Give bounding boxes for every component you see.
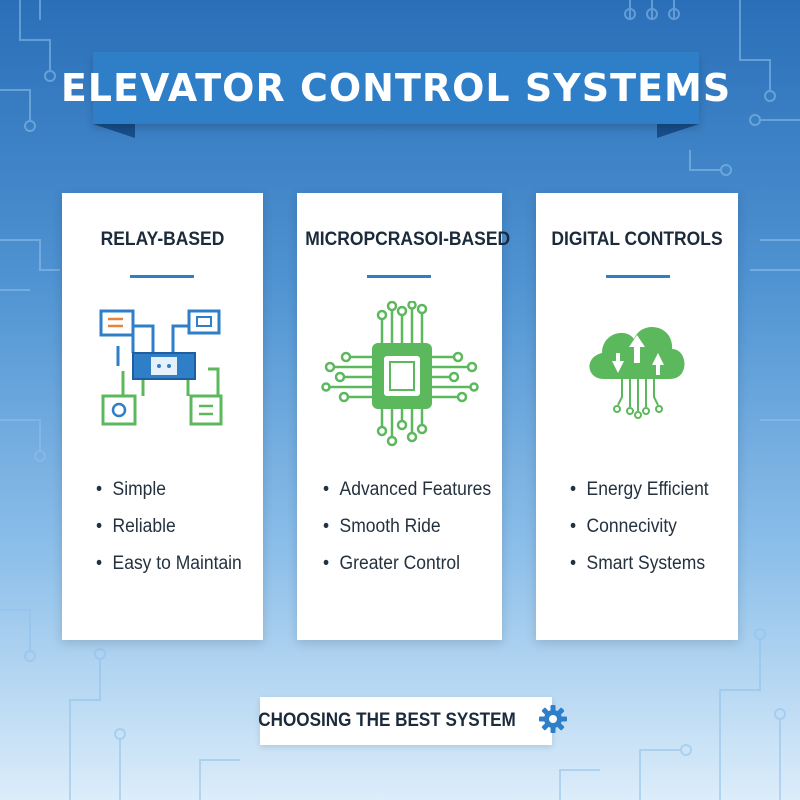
- list-item: •Simple: [96, 479, 166, 500]
- footer-callout: CHOOSING THE BEST SYSTEM: [258, 697, 568, 745]
- feature-label: Simple: [112, 479, 166, 500]
- banner-fold-left: [93, 124, 135, 138]
- microprocessor-chip-icon: [297, 301, 502, 447]
- card-title: MICROPCRASOI-BASED: [305, 229, 511, 250]
- list-item: •Energy Efficient: [570, 479, 709, 500]
- list-item: •Easy to Maintain: [96, 553, 242, 574]
- card-divider: [606, 275, 670, 278]
- list-item: •Smooth Ride: [323, 516, 441, 537]
- feature-list: •Advanced Features •Smooth Ride •Greater…: [323, 476, 506, 587]
- feature-list: •Energy Efficient •Connecivity •Smart Sy…: [570, 476, 721, 587]
- title-banner: ELEVATOR CONTROL SYSTEMS: [61, 52, 730, 124]
- footer-label: CHOOSING THE BEST SYSTEM: [258, 710, 516, 731]
- feature-label: Greater Control: [339, 553, 461, 574]
- card-digital-controls: DIGITAL CONTROLS •Energy Efficient •: [536, 193, 738, 640]
- feature-label: Reliable: [112, 516, 176, 537]
- feature-label: Smart Systems: [586, 553, 706, 574]
- list-item: •Advanced Features: [323, 479, 492, 500]
- feature-label: Energy Efficient: [586, 479, 709, 500]
- cloud-sync-icon: [536, 301, 738, 441]
- feature-label: Easy to Maintain: [112, 553, 242, 574]
- list-item: •Reliable: [96, 516, 176, 537]
- banner-fold-right: [657, 124, 699, 138]
- relay-circuit-icon: [62, 301, 263, 441]
- page-title: ELEVATOR CONTROL SYSTEMS: [60, 66, 732, 110]
- feature-label: Advanced Features: [339, 479, 492, 500]
- card-divider: [130, 275, 194, 278]
- card-relay-based: RELAY-BASED: [62, 193, 263, 640]
- card-title: RELAY-BASED: [100, 229, 225, 250]
- list-item: •Smart Systems: [570, 553, 706, 574]
- gear-icon: [538, 704, 568, 738]
- card-microprocessor-based: MICROPCRASOI-BASED: [297, 193, 511, 640]
- list-item: •Greater Control: [323, 553, 461, 574]
- list-item: •Connecivity: [570, 516, 677, 537]
- feature-list: •Simple •Reliable •Easy to Maintain: [96, 476, 254, 587]
- feature-label: Smooth Ride: [339, 516, 441, 537]
- card-divider: [367, 275, 431, 278]
- card-title: DIGITAL CONTROLS: [551, 229, 723, 250]
- feature-label: Connecivity: [586, 516, 677, 537]
